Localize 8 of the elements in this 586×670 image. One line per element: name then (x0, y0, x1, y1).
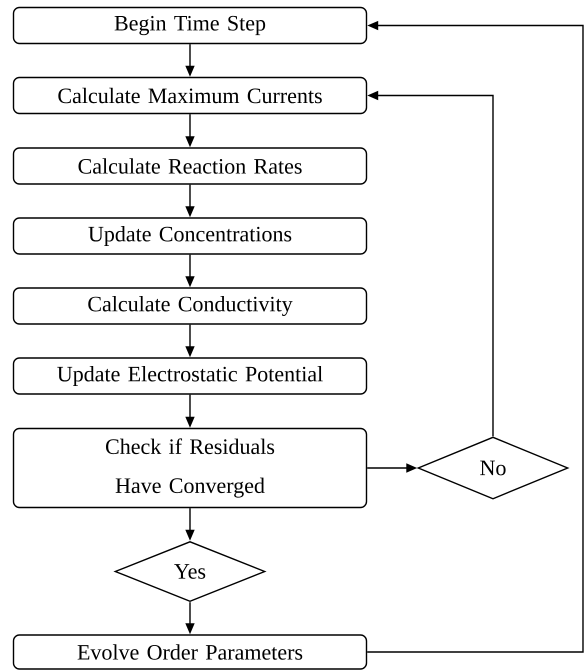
process-box: Evolve Order Parameters (12, 634, 368, 670)
process-box: Check if Residuals Have Converged (12, 428, 368, 508)
process-box: Calculate Reaction Rates (12, 147, 368, 185)
process-box: Begin Time Step (12, 6, 368, 44)
process-box: Update Electrostatic Potential (12, 357, 368, 395)
process-box: Update Concentrations (12, 217, 368, 255)
process-box: Calculate Conductivity (12, 287, 368, 325)
process-box: Calculate Maximum Currents (12, 76, 368, 114)
